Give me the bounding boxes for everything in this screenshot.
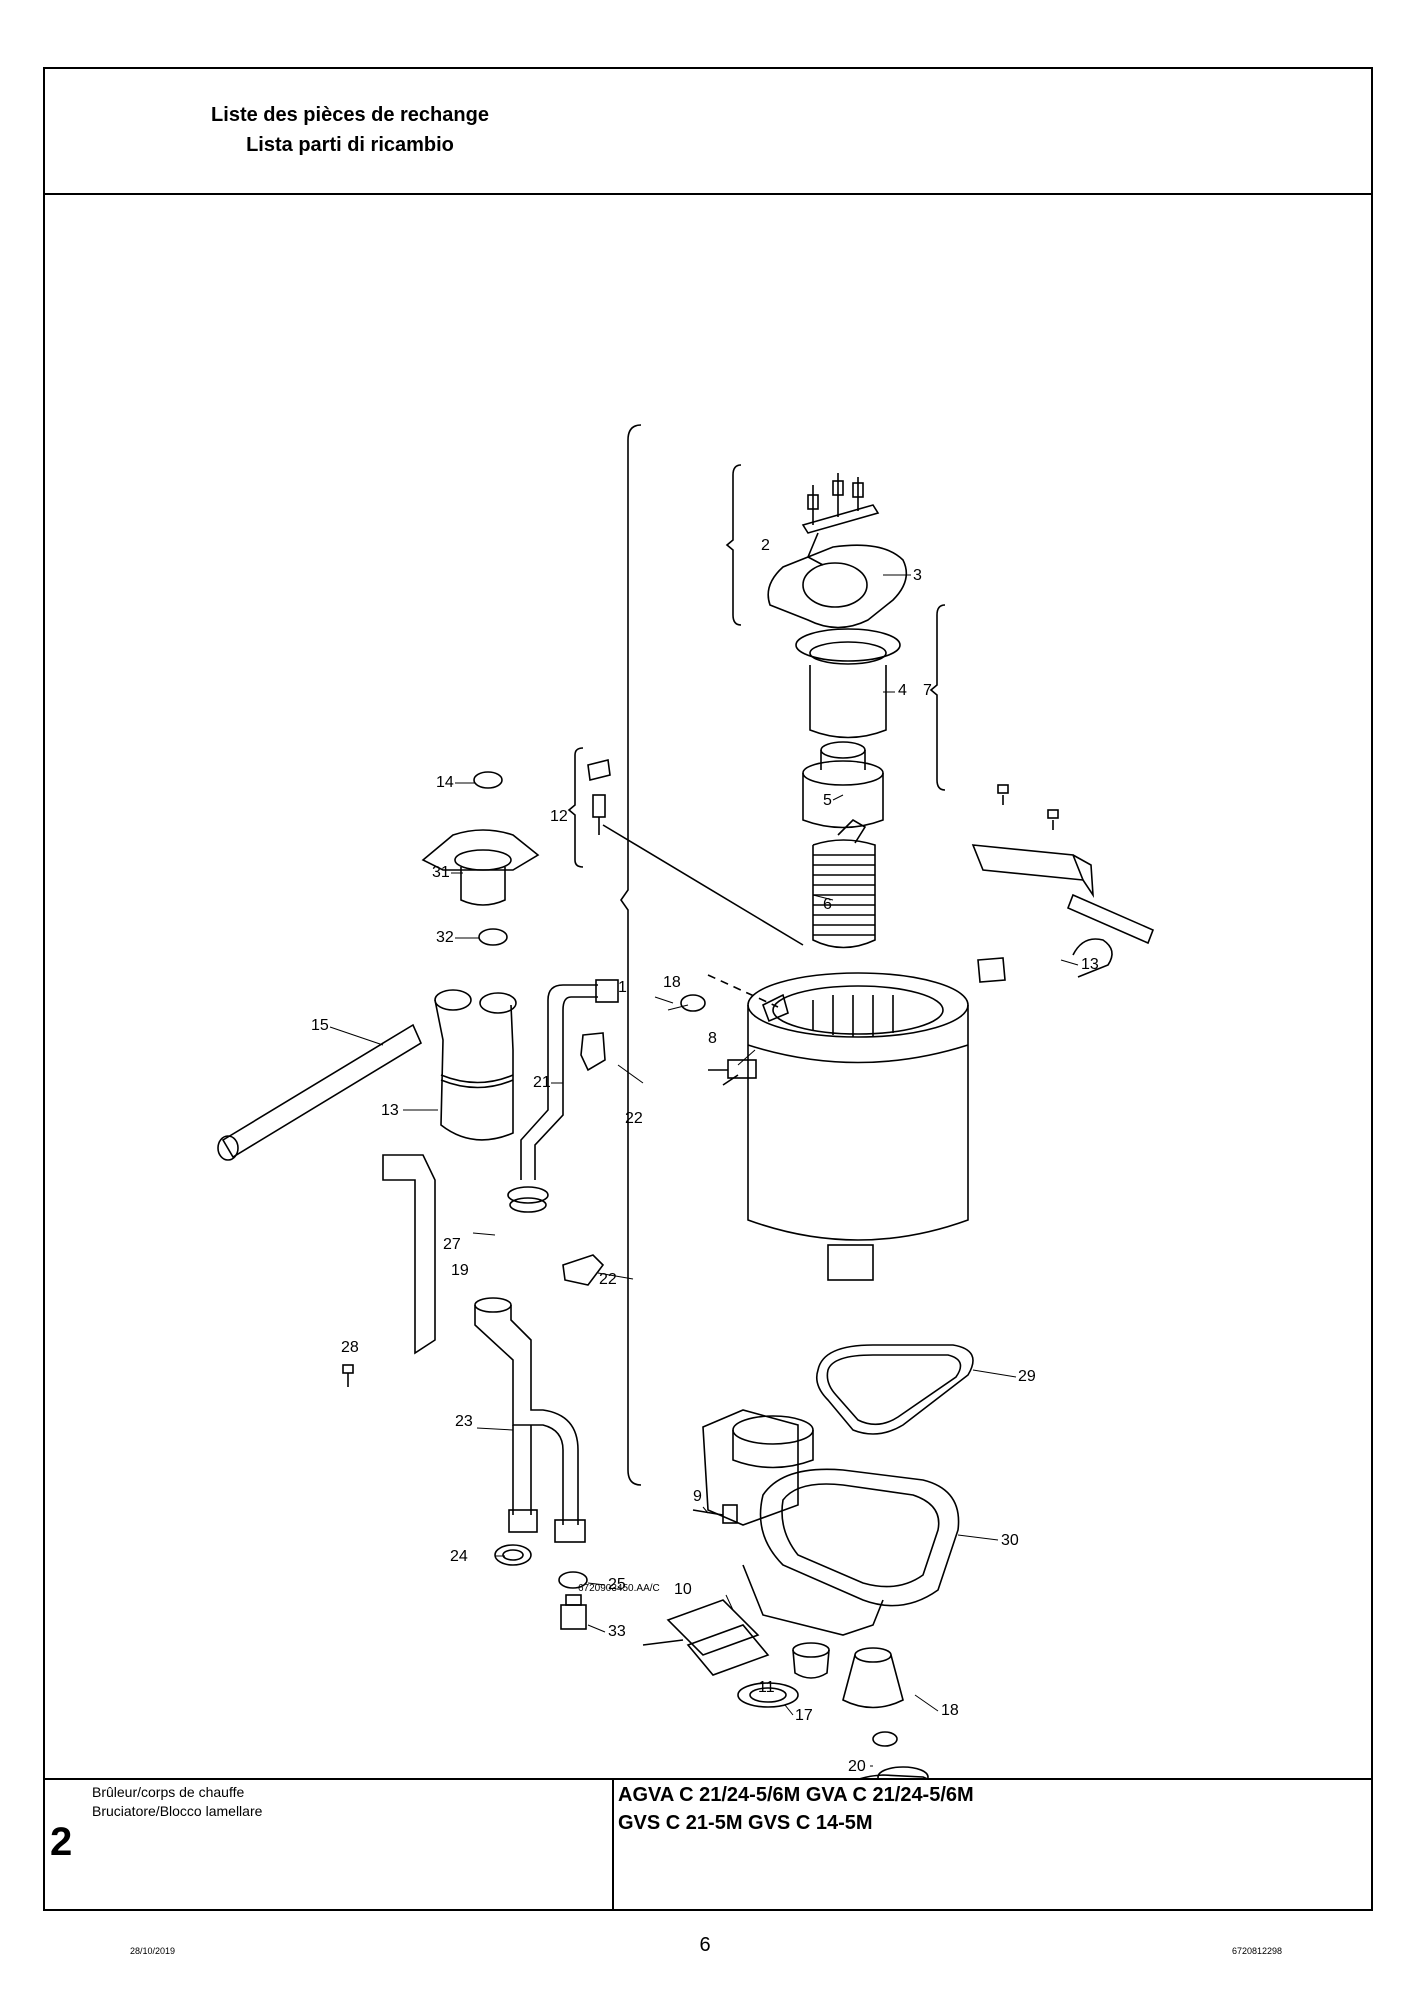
callout-11: 11 xyxy=(758,1679,775,1696)
title-italian: Lista parti di ricambio xyxy=(246,134,454,156)
print-date: 28/10/2019 xyxy=(130,1946,176,1956)
figure-id: 6720903450.AA/C xyxy=(578,1583,660,1594)
page-number: 6 xyxy=(699,1934,711,1956)
callout-4: 4 xyxy=(898,682,907,699)
callout-22b: 22 xyxy=(599,1271,617,1288)
callout-12: 12 xyxy=(550,808,568,825)
callout-5: 5 xyxy=(823,792,832,809)
callout-9: 9 xyxy=(693,1488,702,1505)
callout-19: 18 xyxy=(941,1702,959,1719)
callout-22a: 22 xyxy=(625,1110,643,1127)
callout-3: 3 xyxy=(913,567,922,584)
footer-divider xyxy=(43,1778,1373,1780)
callout-8: 8 xyxy=(708,1030,717,1047)
callout-30: 30 xyxy=(1001,1532,1019,1549)
callout-2: 2 xyxy=(761,537,770,554)
callout-32: 32 xyxy=(436,929,454,946)
callout-15: 14 xyxy=(436,774,454,791)
exploded-parts-diagram: 2 3 4 5 6 7 13 12 14 31 32 15 13 21 1 18… xyxy=(217,424,1155,1778)
header-divider xyxy=(43,193,1373,195)
model-list-line1: AGVA C 21/24-5/6M GVA C 21/24-5/6M xyxy=(618,1784,974,1806)
callout-1: 1 xyxy=(618,979,627,996)
callout-27: 27 xyxy=(443,1236,461,1253)
section-title-italian: Bruciatore/Blocco lamellare xyxy=(92,1803,263,1819)
callout-14: 13 xyxy=(381,1102,399,1119)
callout-29: 29 xyxy=(1018,1368,1036,1385)
callout-31: 31 xyxy=(432,864,450,881)
section-title-french: Brûleur/corps de chauffe xyxy=(92,1784,245,1800)
callout-20a: 18 xyxy=(663,974,681,991)
callout-20b: 19 xyxy=(451,1262,469,1279)
page-frame xyxy=(43,67,1373,1911)
footer-column-divider xyxy=(612,1778,614,1911)
callout-6: 6 xyxy=(823,896,832,913)
callout-7: 7 xyxy=(923,682,932,699)
callout-17: 15 xyxy=(311,1017,329,1034)
callout-33: 33 xyxy=(608,1623,626,1640)
callout-13: 13 xyxy=(1081,956,1099,973)
model-list-line2: GVS C 21-5M GVS C 14-5M xyxy=(618,1812,873,1834)
callout-10: 10 xyxy=(674,1581,692,1598)
callout-25: 25 xyxy=(608,1576,626,1593)
callout-23: 23 xyxy=(455,1413,473,1430)
document-id: 6720812298 xyxy=(1232,1946,1283,1956)
section-number: 2 xyxy=(50,1820,73,1864)
callout-28: 28 xyxy=(341,1339,359,1356)
callout-21: 21 xyxy=(533,1074,551,1091)
callout-24: 24 xyxy=(450,1548,468,1565)
title-french: Liste des pièces de rechange xyxy=(211,104,489,126)
callout-20c: 20 xyxy=(848,1758,866,1775)
callout-18: 17 xyxy=(795,1707,813,1724)
